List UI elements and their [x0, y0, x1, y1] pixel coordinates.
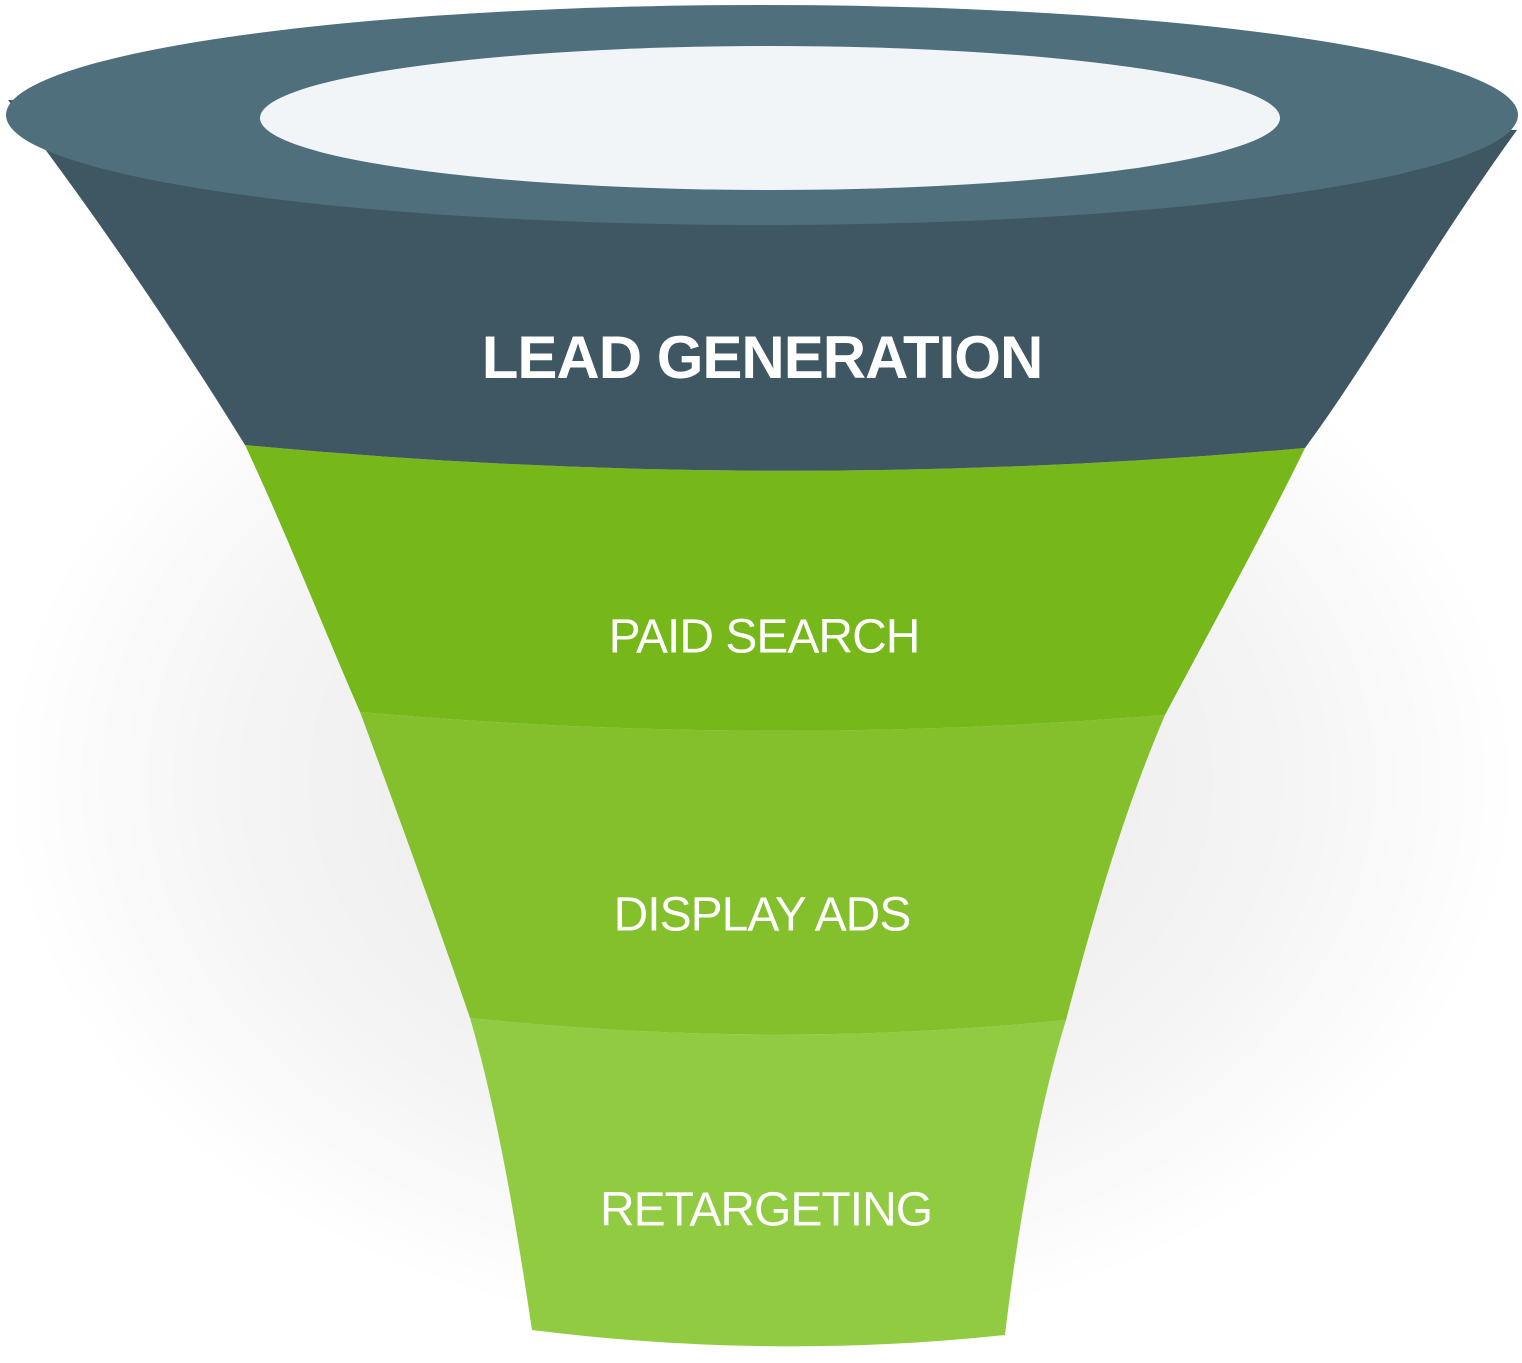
stage-label-lead-generation: LEAD GENERATION	[482, 324, 1043, 391]
stage-retargeting-band	[470, 1018, 1066, 1347]
funnel-opening	[260, 46, 1280, 190]
stage-label-paid-search: PAID SEARCH	[609, 611, 920, 664]
stage-display-ads-band	[360, 712, 1165, 1035]
stage-label-retargeting: RETARGETING	[600, 1184, 932, 1237]
stage-label-display-ads: DISPLAY ADS	[614, 889, 911, 942]
stage-paid-search-band	[245, 445, 1305, 731]
